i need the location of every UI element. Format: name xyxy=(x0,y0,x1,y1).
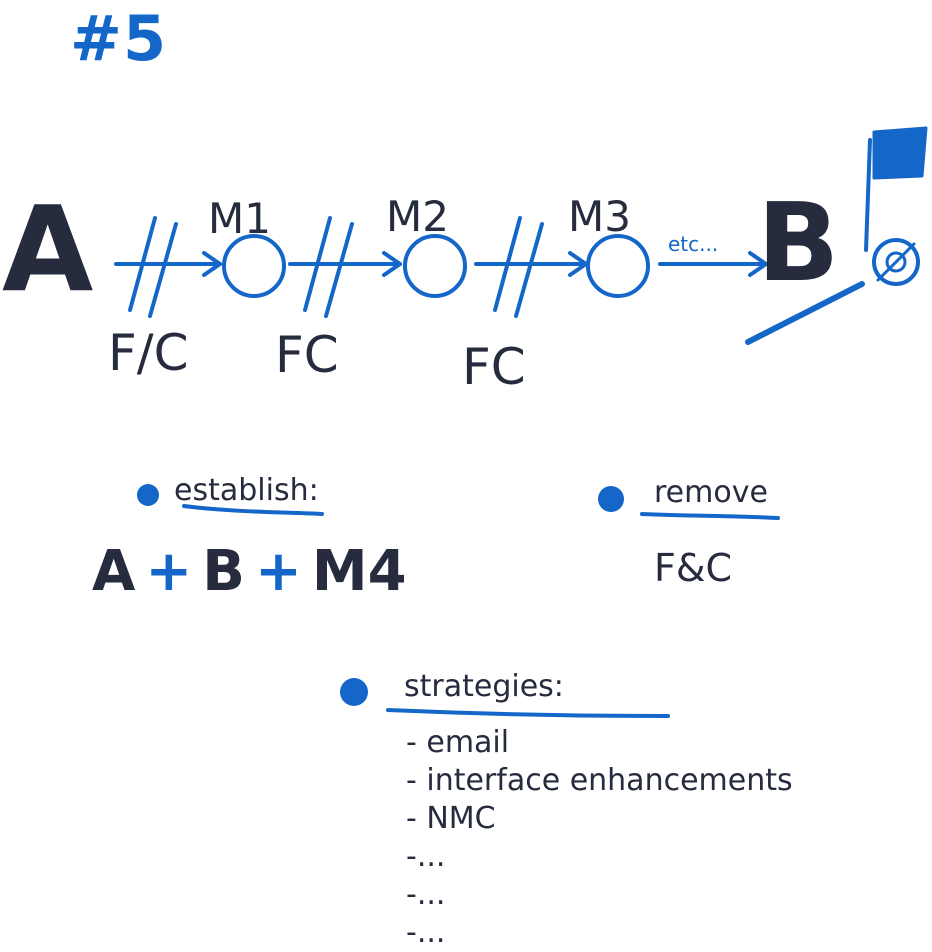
milestone-m2-label: M2 xyxy=(386,192,449,241)
strategy-list: - email - interface enhancements - NMC -… xyxy=(406,724,793,952)
remove-value: F&C xyxy=(654,546,733,590)
plus-operator-1: + xyxy=(145,539,193,604)
strategies-underline xyxy=(386,708,670,718)
list-item: -... xyxy=(406,915,446,950)
milestone-m1-label: M1 xyxy=(208,194,271,243)
milestone-m3-node xyxy=(586,234,650,298)
remove-underline xyxy=(640,512,780,520)
list-item: -... xyxy=(406,877,446,912)
establish-term-a: A xyxy=(92,539,136,604)
arrow-m1-to-m2 xyxy=(288,251,402,277)
strategies-bullet xyxy=(340,678,368,706)
establish-underline xyxy=(182,504,324,516)
list-item: - interface enhancements xyxy=(406,763,793,798)
milestone-m2-node xyxy=(403,234,467,298)
obstacle-marker-2 xyxy=(303,216,354,318)
establish-term-m4: M4 xyxy=(311,539,407,604)
obstacle-label-2: FC xyxy=(275,326,339,384)
remove-bullet xyxy=(598,486,624,512)
establish-term-b: B xyxy=(202,539,245,604)
obstacle-label-3: FC xyxy=(462,338,526,396)
milestone-m1-node xyxy=(222,234,286,298)
node-a-label: A xyxy=(2,180,94,318)
page-title: #5 xyxy=(70,2,168,75)
list-item: - NMC xyxy=(406,801,496,836)
obstacle-marker-1 xyxy=(128,216,178,318)
b-underline xyxy=(745,281,865,345)
remove-heading: remove xyxy=(654,475,768,510)
plus-operator-2: + xyxy=(254,539,302,604)
node-b-label: B xyxy=(757,181,840,306)
establish-bullet xyxy=(137,484,159,506)
arrow-m3-to-b xyxy=(658,251,768,277)
list-item: - email xyxy=(406,725,510,760)
obstacle-label-1: F/C xyxy=(108,324,189,382)
arrow-a-to-m1 xyxy=(114,251,222,277)
goal-flag-icon xyxy=(864,126,928,252)
continuation-label: etc... xyxy=(668,232,719,256)
milestone-m3-label: M3 xyxy=(568,192,631,241)
list-item: -... xyxy=(406,839,446,874)
establish-expression: A+B+M4 xyxy=(92,540,407,604)
establish-heading: establish: xyxy=(174,473,319,508)
strategies-heading: strategies: xyxy=(404,669,564,704)
obstacle-marker-3 xyxy=(493,216,544,318)
target-icon xyxy=(872,238,920,286)
